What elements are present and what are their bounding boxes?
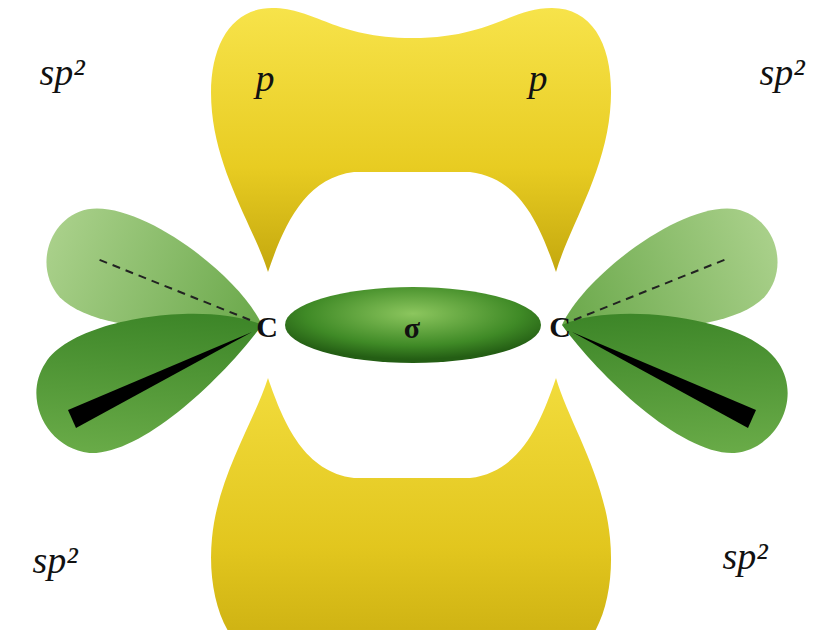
atom-symbol: C bbox=[549, 312, 571, 342]
wedge-bond bbox=[68, 332, 252, 428]
atom-symbol: C bbox=[256, 312, 278, 342]
orbital-label: p bbox=[256, 59, 275, 97]
sigma-bond bbox=[285, 287, 541, 363]
p-orbital-bottom bbox=[211, 378, 611, 630]
p-orbital-top bbox=[211, 8, 611, 272]
orbital-label: sp² bbox=[759, 53, 804, 91]
sp2-lobe bbox=[539, 271, 805, 470]
dashed-bond bbox=[95, 258, 250, 320]
orbital-label: sp² bbox=[722, 537, 767, 575]
wedge-bond bbox=[572, 332, 756, 428]
orbital-label: sp² bbox=[39, 53, 84, 91]
dashed-bond bbox=[574, 258, 729, 320]
bond-label: σ bbox=[404, 313, 420, 343]
sp2-lobe bbox=[19, 271, 285, 470]
orbital-label: sp² bbox=[32, 541, 77, 579]
orbital-label: p bbox=[529, 59, 548, 97]
